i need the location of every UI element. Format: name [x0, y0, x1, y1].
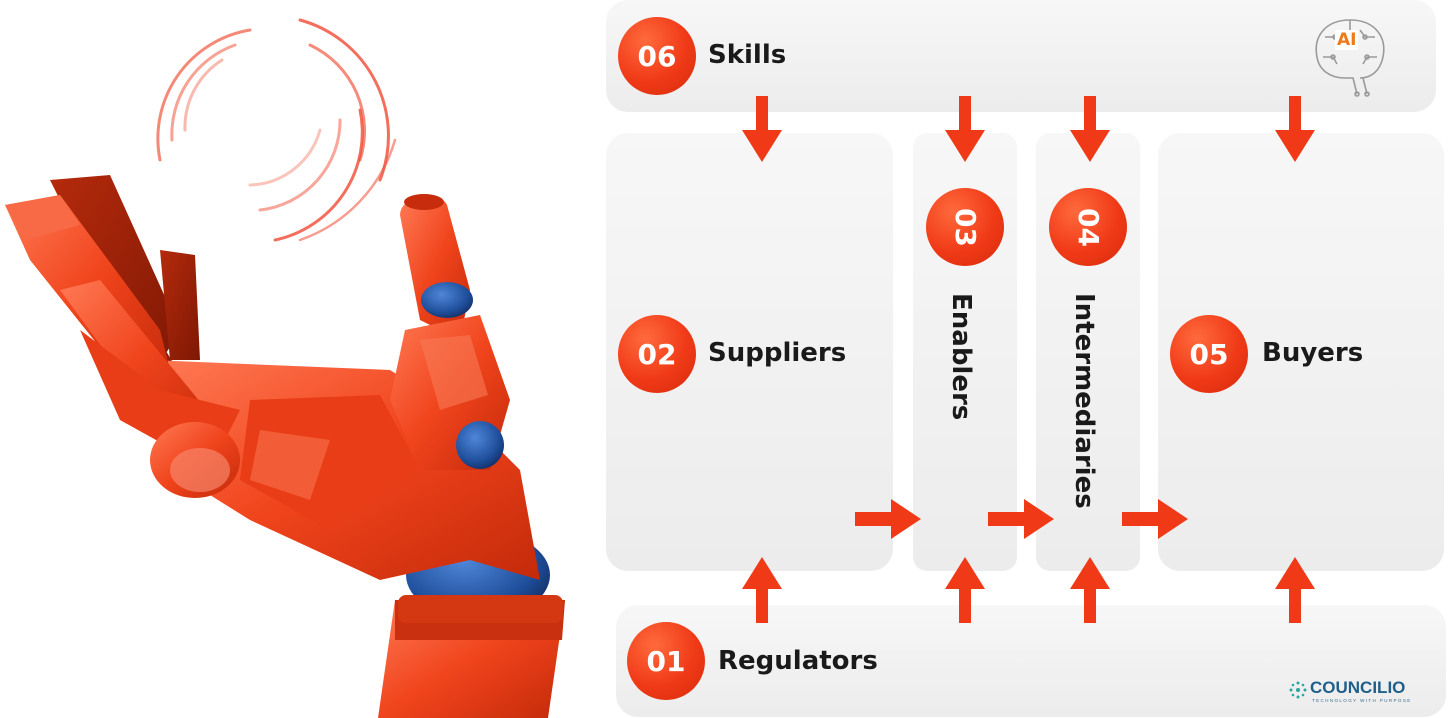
buyers-label: Buyers [1262, 338, 1364, 368]
skills-label: Skills [708, 40, 787, 70]
enablers-label: Enablers [946, 293, 976, 421]
hologram-rings [156, 18, 397, 242]
buyers-number-badge: 05 [1170, 315, 1248, 393]
skills-number-badge: 06 [618, 17, 696, 95]
suppliers-number-badge: 02 [618, 315, 696, 393]
ai-badge-text: AI [1335, 30, 1359, 50]
regulators-label: Regulators [718, 646, 878, 676]
suppliers-label: Suppliers [708, 338, 847, 368]
regulators-panel [616, 605, 1446, 717]
intermediaries-label: Intermediaries [1069, 293, 1099, 509]
councilio-logo-name: COUNCILIO [1310, 678, 1406, 697]
councilio-logo: COUNCILIO TECHNOLOGY WITH PURPOSE [1288, 678, 1428, 704]
ai-brain-icon: AI [1305, 12, 1395, 102]
robot-hand-illustration [5, 18, 565, 718]
intermediaries-number-badge: 04 [1049, 188, 1127, 266]
regulators-number-badge: 01 [627, 622, 705, 700]
councilio-logo-tagline: TECHNOLOGY WITH PURPOSE [1312, 698, 1412, 703]
enablers-number-badge: 03 [926, 188, 1004, 266]
councilio-logo-mark-icon [1289, 681, 1307, 699]
skills-panel [606, 0, 1436, 112]
